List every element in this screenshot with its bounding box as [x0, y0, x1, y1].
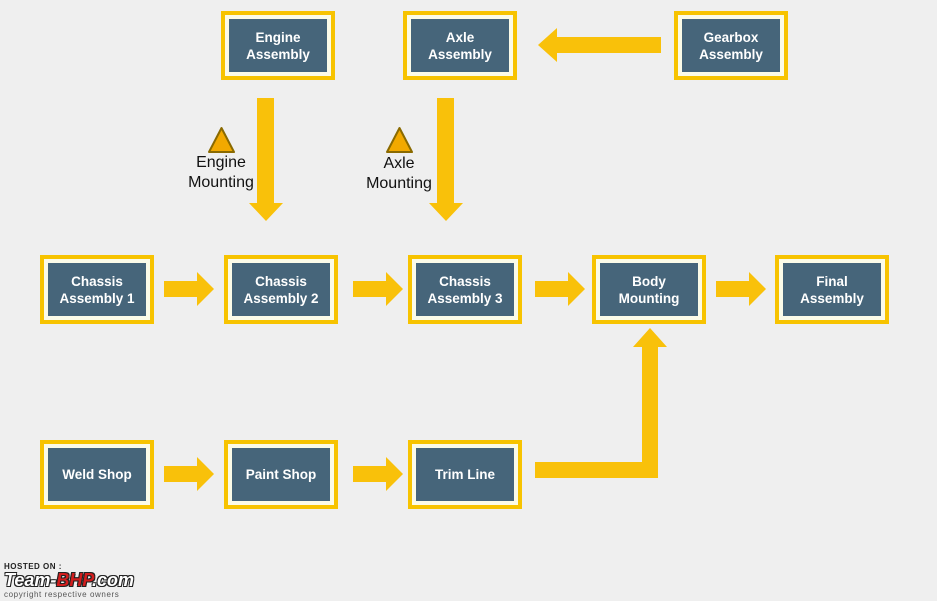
axle-assembly-box: Axle Assembly [403, 11, 517, 80]
axle-assembly-label: Axle Assembly [411, 19, 509, 72]
body-mounting-label: Body Mounting [600, 263, 698, 316]
watermark-copyright: copyright respective owners [4, 590, 120, 599]
chassis-assembly-3-label: Chassis Assembly 3 [416, 263, 514, 316]
arrow-paint-shop-to-trim-line [353, 457, 403, 491]
body-mounting-box: Body Mounting [592, 255, 706, 324]
watermark-logo: Team-BHP.com [4, 571, 134, 590]
arrow-gearbox-to-axle [538, 28, 661, 62]
gearbox-assembly-box: Gearbox Assembly [674, 11, 788, 80]
axle-mounting-label: Axle Mounting [366, 155, 432, 192]
trim-line-box: Trim Line [408, 440, 522, 509]
weld-shop-label: Weld Shop [48, 448, 146, 501]
watermark: HOSTED ON : Team-BHP.com copyright respe… [4, 562, 134, 599]
engine-mounting-label: Engine Mounting [188, 154, 254, 191]
engine-mounting-warning-icon [208, 127, 235, 153]
gearbox-assembly-label: Gearbox Assembly [682, 19, 780, 72]
weld-shop-box: Weld Shop [40, 440, 154, 509]
watermark-logo-suffix: .com [92, 570, 135, 590]
paint-shop-box: Paint Shop [224, 440, 338, 509]
chassis-assembly-3-box: Chassis Assembly 3 [408, 255, 522, 324]
watermark-logo-accent: BHP [56, 570, 93, 590]
arrow-trim-line-to-body-mounting [535, 328, 667, 478]
arrow-engine-to-chassis-2 [249, 98, 283, 221]
arrow-axle-to-chassis-3 [429, 98, 463, 221]
arrow-chassis-3-to-body-mounting [535, 272, 585, 306]
chassis-assembly-2-box: Chassis Assembly 2 [224, 255, 338, 324]
final-assembly-label: Final Assembly [783, 263, 881, 316]
engine-assembly-box: Engine Assembly [221, 11, 335, 80]
engine-assembly-label: Engine Assembly [229, 19, 327, 72]
paint-shop-label: Paint Shop [232, 448, 330, 501]
arrow-chassis-1-to-chassis-2 [164, 272, 214, 306]
final-assembly-box: Final Assembly [775, 255, 889, 324]
arrow-weld-shop-to-paint-shop [164, 457, 214, 491]
watermark-hosted-on: HOSTED ON : [4, 562, 62, 571]
arrow-chassis-2-to-chassis-3 [353, 272, 403, 306]
trim-line-label: Trim Line [416, 448, 514, 501]
chassis-assembly-1-box: Chassis Assembly 1 [40, 255, 154, 324]
watermark-logo-main: Team- [4, 570, 57, 590]
chassis-assembly-1-label: Chassis Assembly 1 [48, 263, 146, 316]
chassis-assembly-2-label: Chassis Assembly 2 [232, 263, 330, 316]
axle-mounting-warning-icon [386, 127, 413, 153]
arrow-body-mounting-to-final-assembly [716, 272, 766, 306]
